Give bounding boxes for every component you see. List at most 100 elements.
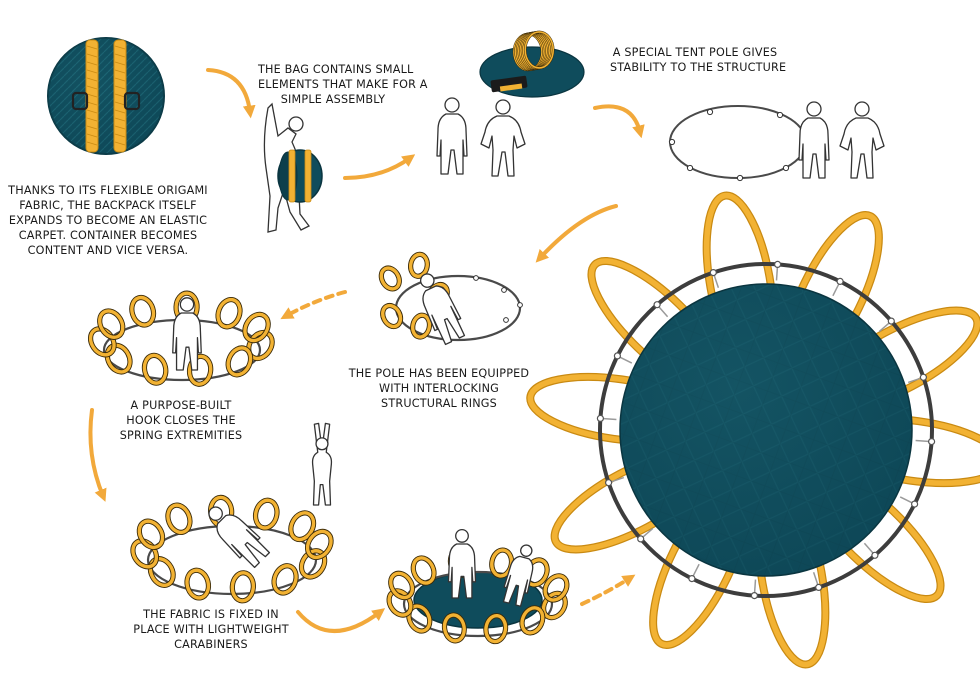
spring-coil-icon <box>130 494 334 604</box>
caption-line: THE FABRIC IS FIXED IN <box>143 608 279 621</box>
figure-head <box>854 101 870 117</box>
strap-stitch <box>114 141 126 146</box>
coil <box>411 313 432 339</box>
caption-fabric: THE FABRIC IS FIXED IN PLACE WITH LIGHTW… <box>126 607 296 652</box>
carabiner-icon <box>910 500 919 508</box>
figure-body <box>436 113 468 175</box>
human-figure-icon <box>172 297 202 371</box>
pole-clip <box>736 174 744 182</box>
coil <box>389 571 415 600</box>
curved-arrow-icon <box>343 154 416 180</box>
figure-body <box>311 422 333 506</box>
carabiner-icon <box>871 551 879 559</box>
caption-line: CONTENT AND VICE VERSA. <box>27 244 189 257</box>
pole-clip <box>776 111 784 119</box>
coil <box>379 266 401 291</box>
coil <box>411 556 436 585</box>
pole-clip <box>503 317 509 323</box>
tent-pole-ring <box>668 101 885 182</box>
fabric-attached <box>386 528 570 645</box>
caption-line: STRUCTURAL RINGS <box>381 397 497 410</box>
fabric-fixing <box>130 422 334 604</box>
strap-stitch <box>114 69 126 74</box>
strap-stitch <box>86 85 98 90</box>
strap-stitch <box>114 85 126 90</box>
strap-stitch <box>86 69 98 74</box>
caption-rings: THE POLE HAS BEEN EQUIPPED WITH INTERLOC… <box>344 366 534 411</box>
carabiner-icon <box>750 591 759 600</box>
pole-clip <box>473 275 479 281</box>
caption-line: HOOK CLOSES THE <box>126 414 236 427</box>
carabiner-icon <box>815 583 823 592</box>
figure-head <box>520 544 533 557</box>
pole-clip <box>686 164 694 172</box>
coil <box>289 511 316 542</box>
coil <box>442 613 466 643</box>
flow-arrows <box>88 68 645 633</box>
strap-stitch <box>114 77 126 82</box>
pole-clip <box>501 287 507 293</box>
caption-line: PLACE WITH LIGHTWEIGHT <box>133 623 289 636</box>
figure-head <box>208 506 223 521</box>
caption-line: THE BAG CONTAINS SMALL <box>258 63 414 76</box>
carabiner-icon <box>596 414 605 422</box>
curved-arrow-icon <box>593 104 645 139</box>
coil <box>105 343 132 374</box>
figure-head <box>444 97 460 113</box>
strap-stitch <box>86 125 98 130</box>
figure-head <box>495 99 511 115</box>
caption-backpack: THANKS TO ITS FLEXIBLE ORIGAMI FABRIC, T… <box>8 183 208 258</box>
coil <box>226 346 253 377</box>
strap-buckle <box>123 91 141 111</box>
coil <box>407 604 432 633</box>
coil <box>299 549 327 579</box>
strap-stitch <box>86 53 98 58</box>
human-figure-icon <box>419 273 466 346</box>
carabiner-icon <box>637 535 645 543</box>
caption-line: A PURPOSE-BUILT <box>130 399 232 412</box>
figure-head <box>419 273 435 288</box>
caption-line: FABRIC, THE BACKPACK ITSELF <box>19 199 197 212</box>
coil <box>408 252 429 278</box>
strap-stitch <box>114 125 126 130</box>
figure-head <box>288 116 304 132</box>
coil <box>166 503 192 535</box>
carabiner-icon <box>604 479 613 487</box>
strap-stitch <box>86 93 98 98</box>
coil <box>230 571 256 603</box>
strap-stitch <box>86 45 98 50</box>
carabiner-icon <box>836 277 844 285</box>
human-figure-icon <box>208 506 271 569</box>
figure-body <box>798 117 830 179</box>
coil <box>137 519 165 550</box>
figure-body <box>502 555 534 607</box>
coil <box>185 568 211 600</box>
human-figure-icon <box>798 101 830 179</box>
pole-strap <box>499 83 523 92</box>
strap-stitch <box>114 53 126 58</box>
tent-pole-ring-icon <box>598 262 934 598</box>
strap-stitch <box>114 109 126 114</box>
backpack-disc <box>47 37 165 155</box>
coil <box>97 309 125 340</box>
figure-body <box>216 514 271 569</box>
coil <box>253 498 279 530</box>
human-figure-icon <box>447 528 477 599</box>
curved-arrow-icon <box>296 608 386 633</box>
tent-pole-ring-icon <box>402 570 554 638</box>
caption-line: EXPANDS TO BECOME AN ELASTIC <box>8 214 208 227</box>
caption-hook: A PURPOSE-BUILT HOOK CLOSES THE SPRING E… <box>106 398 256 443</box>
caption-line: STABILITY TO THE STRUCTURE <box>610 61 787 74</box>
carabiner-icon <box>919 373 928 381</box>
human-figure-icon <box>480 99 526 177</box>
strap-stitch <box>86 109 98 114</box>
carabiner-icon <box>927 438 936 446</box>
figure-head <box>315 437 329 451</box>
finished-carpet-top-view <box>526 191 980 669</box>
curved-arrow-icon <box>535 204 618 263</box>
pole-clip <box>706 108 714 116</box>
human-figure-icon <box>436 97 468 175</box>
figure-body <box>480 115 526 177</box>
figure-head <box>455 528 469 543</box>
